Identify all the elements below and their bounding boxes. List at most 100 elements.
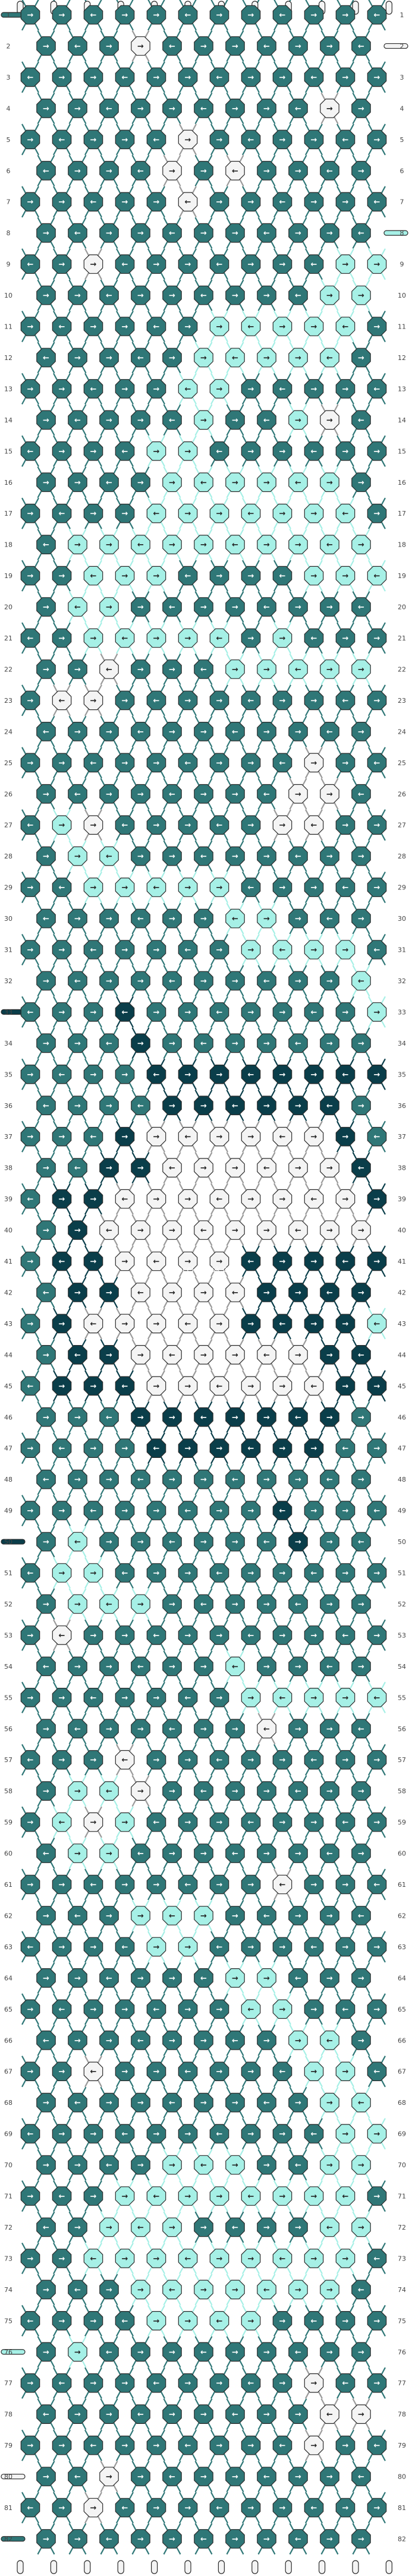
arrow-left-icon: ← [374, 1507, 380, 1516]
arrow-right-icon: → [311, 385, 317, 394]
arrow-right-icon: → [374, 696, 380, 705]
knot-shape [68, 846, 87, 866]
knot: → [351, 1469, 371, 1489]
arrow-right-icon: → [169, 1974, 175, 1983]
arrow-right-icon: → [137, 603, 144, 612]
arrow-right-icon: → [59, 1319, 65, 1328]
knot: ← [162, 2467, 182, 2486]
knot: → [241, 1688, 261, 1707]
arrow-left-icon: ← [43, 1101, 49, 1110]
arrow-right-icon: → [59, 1881, 65, 1890]
arrow-left-icon: ← [137, 2223, 144, 2232]
knot: → [225, 1407, 245, 1427]
arrow-left-icon: ← [59, 510, 65, 519]
arrow-right-icon: → [248, 634, 254, 643]
knot-shape [20, 628, 40, 648]
knot: → [257, 721, 276, 741]
arrow-left-icon: ← [27, 2504, 34, 2513]
knot-shape [162, 784, 182, 804]
knot: → [162, 1469, 182, 1489]
arrow-left-icon: ← [59, 2379, 65, 2388]
row-number-right: 14 [398, 416, 406, 424]
knot: → [367, 1625, 387, 1645]
arrow-right-icon: → [122, 883, 128, 892]
arrow-right-icon: → [90, 323, 97, 332]
knot: ← [131, 348, 150, 368]
knot-shape [194, 285, 213, 305]
arrow-left-icon: ← [311, 1195, 317, 1204]
arrow-right-icon: → [74, 1226, 81, 1235]
knot-shape [131, 721, 150, 741]
arrow-right-icon: → [106, 2037, 112, 2045]
arrow-right-icon: → [326, 2348, 333, 2357]
arrow-left-icon: ← [90, 1507, 97, 1516]
arrow-right-icon: → [374, 1008, 380, 1017]
arrow-right-icon: → [358, 2161, 364, 2170]
knot: → [367, 2373, 387, 2393]
knot: → [320, 2280, 339, 2300]
arrow-right-icon: → [311, 1071, 317, 1079]
arrow-right-icon: → [122, 1319, 128, 1328]
arrow-left-icon: ← [326, 915, 333, 924]
knot: → [52, 753, 72, 773]
knot: → [288, 1345, 308, 1365]
knot: → [320, 472, 339, 493]
arrow-right-icon: → [169, 2410, 175, 2419]
arrow-right-icon: → [59, 1133, 65, 1142]
knot: → [225, 410, 245, 430]
knot: → [131, 1968, 150, 1988]
knot-shape [320, 348, 339, 368]
arrow-right-icon: → [248, 2442, 254, 2451]
knot: → [68, 535, 87, 555]
row-number-right: 44 [398, 1351, 406, 1359]
arrow-left-icon: ← [311, 821, 317, 830]
knot-shape [225, 99, 245, 118]
arrow-right-icon: → [106, 915, 112, 924]
arrow-right-icon: → [263, 1974, 270, 1983]
arrow-right-icon: → [43, 790, 49, 799]
knot: → [272, 877, 292, 897]
arrow-right-icon: → [122, 759, 128, 768]
arrow-right-icon: → [74, 478, 81, 487]
arrow-right-icon: → [106, 728, 112, 737]
arrow-left-icon: ← [122, 1008, 128, 1017]
knot: ← [209, 1563, 229, 1583]
arrow-right-icon: → [248, 2130, 254, 2139]
knot: → [335, 2435, 355, 2455]
arrow-right-icon: → [169, 2348, 175, 2357]
arrow-left-icon: ← [122, 73, 128, 82]
arrow-right-icon: → [232, 229, 238, 238]
knot: ← [146, 690, 166, 711]
knot: → [20, 1126, 40, 1147]
knot-shape [367, 441, 387, 461]
knot: ← [178, 753, 198, 773]
arrow-right-icon: → [90, 1195, 97, 1204]
arrow-right-icon: → [200, 1849, 207, 1858]
arrow-right-icon: → [279, 2005, 286, 2014]
knot-shape [68, 908, 87, 929]
knot-shape [99, 597, 119, 617]
knot: → [178, 2311, 198, 2331]
knot-shape [288, 784, 308, 804]
knot: → [52, 940, 72, 959]
arrow-right-icon: → [122, 572, 128, 581]
knot-shape [351, 36, 371, 56]
knot: ← [36, 1096, 56, 1116]
arrow-right-icon: → [216, 2442, 223, 2451]
knot: → [257, 1656, 276, 1677]
arrow-right-icon: → [216, 2255, 223, 2264]
arrow-right-icon: → [122, 2005, 128, 2014]
knot: → [83, 441, 103, 461]
arrow-right-icon: → [169, 2535, 175, 2544]
arrow-right-icon: → [122, 2442, 128, 2451]
arrow-left-icon: ← [169, 229, 175, 238]
knot: → [131, 285, 150, 305]
knot-shape [304, 67, 324, 87]
row-number-left: 79 [4, 2442, 12, 2449]
knot-shape [194, 784, 213, 804]
side-strand-left [1, 2473, 26, 2480]
arrow-right-icon: → [358, 1039, 364, 1048]
knot: → [209, 566, 229, 586]
knot: → [351, 1220, 371, 1240]
knot-shape [52, 628, 72, 648]
